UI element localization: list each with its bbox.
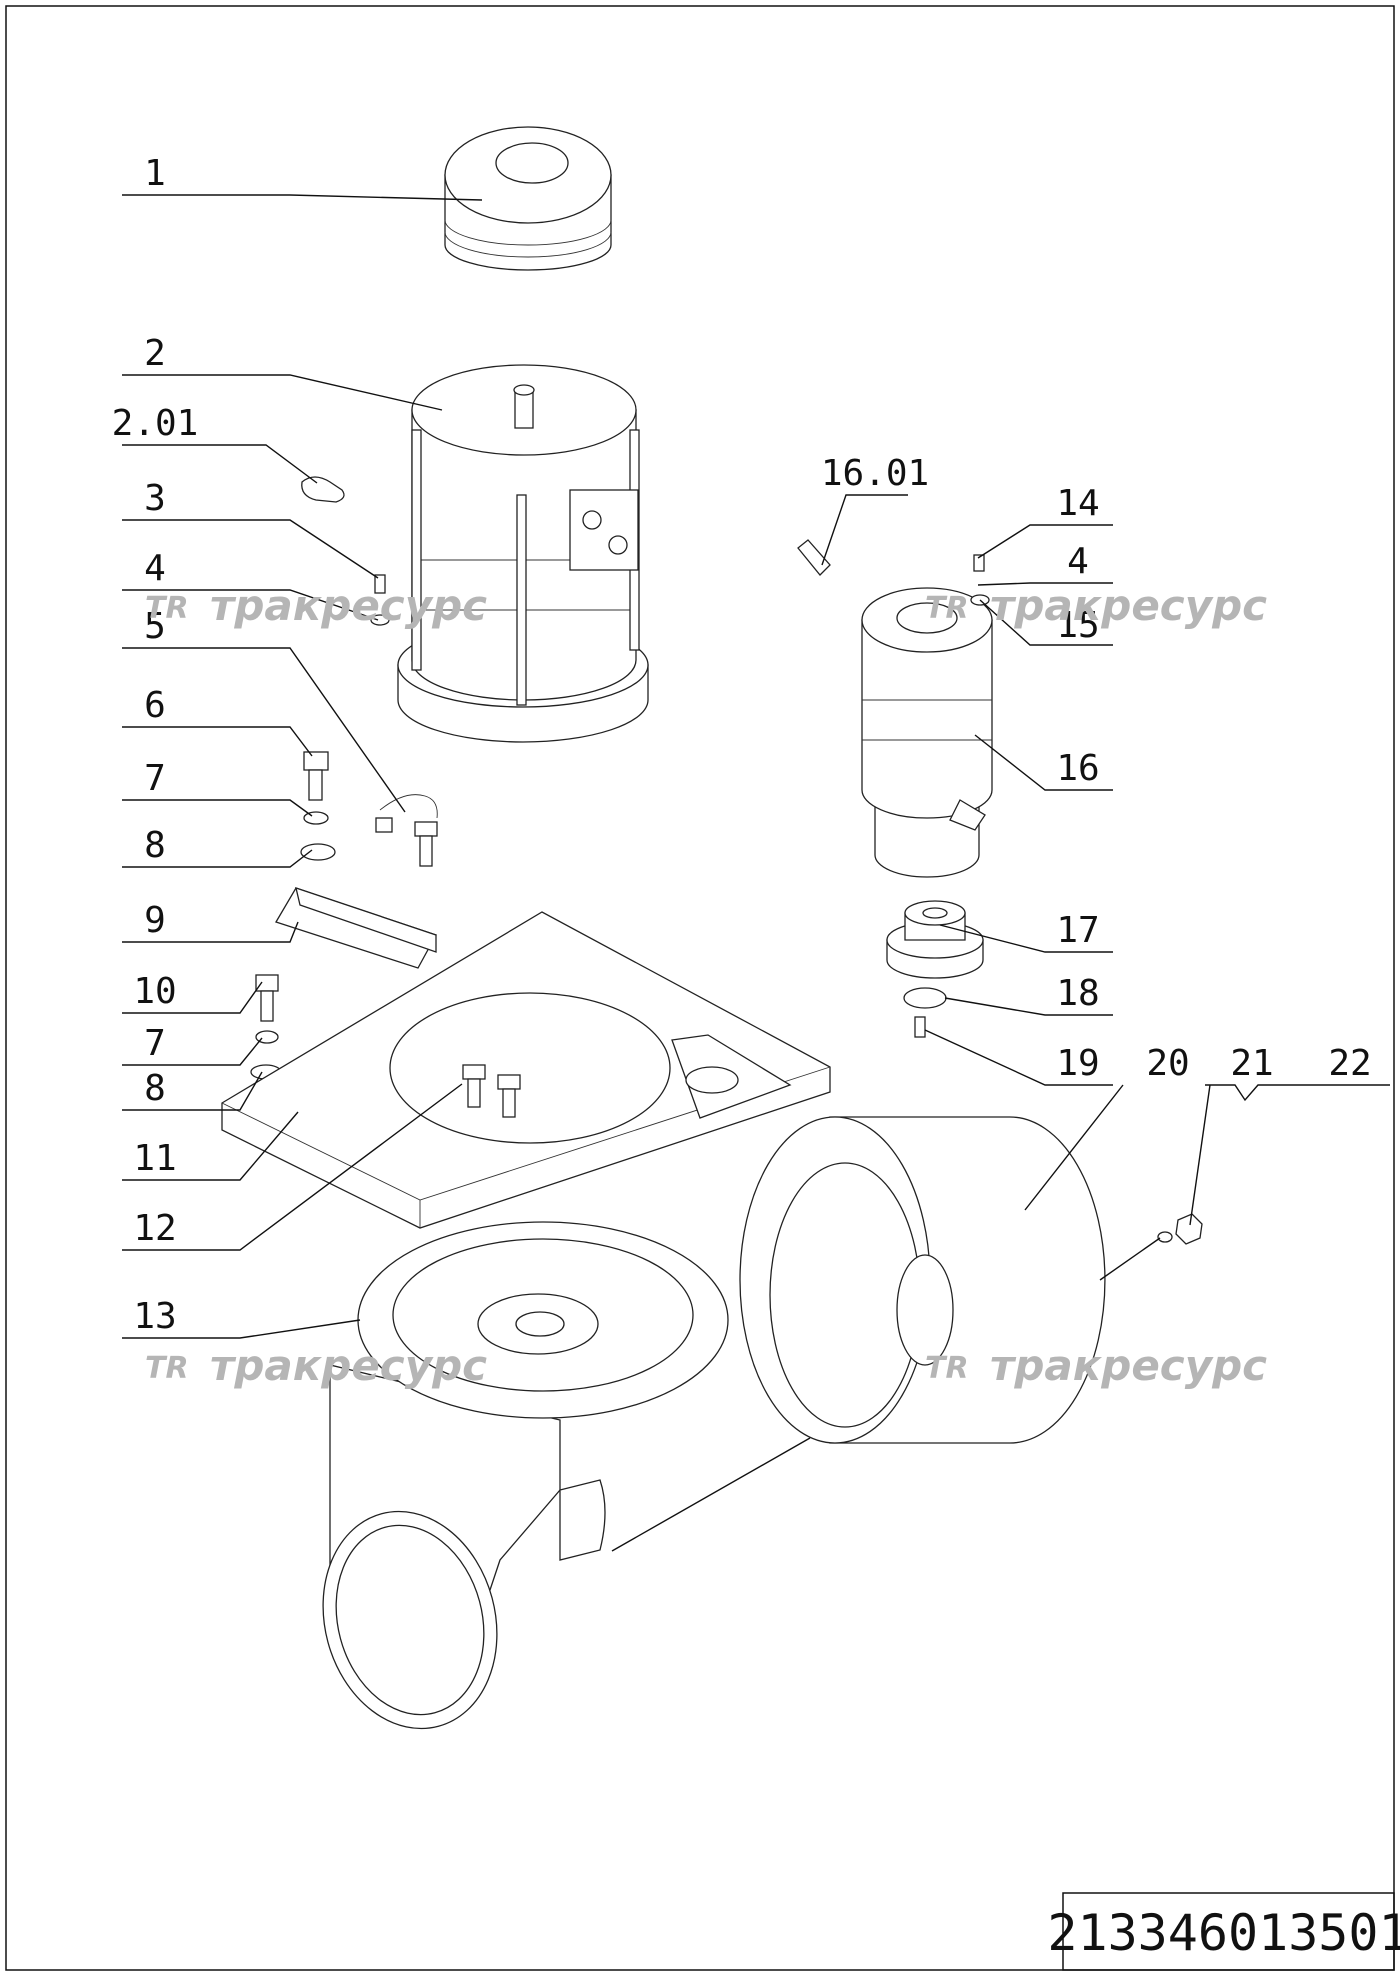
part-1-brake xyxy=(444,126,612,271)
part-16-assembly xyxy=(861,587,993,878)
part-11-mounting-plate xyxy=(221,911,831,1229)
svg-text:тракресурс: тракресурс xyxy=(210,1341,487,1390)
callout-4-right: 4 xyxy=(1067,541,1089,582)
watermark-bottom-right: TR тракресурс xyxy=(925,1341,1267,1390)
callout-8-upper: 8 xyxy=(144,825,166,866)
callout-9: 9 xyxy=(144,900,166,941)
callout-16-01: 16.01 xyxy=(821,453,929,494)
part-8-washer xyxy=(300,843,336,861)
callout-14: 14 xyxy=(1056,483,1099,524)
svg-text:TR: TR xyxy=(925,1351,969,1386)
part-5-sensor xyxy=(375,794,438,867)
callout-15: 15 xyxy=(1056,605,1099,646)
watermark-top-right: TR тракресурс xyxy=(925,581,1267,630)
document-number-box xyxy=(1062,1892,1395,1971)
callout-4-left: 4 xyxy=(144,548,166,589)
part-21-washer xyxy=(1157,1231,1173,1243)
svg-text:TR: TR xyxy=(145,591,189,626)
callout-2-01: 2.01 xyxy=(112,403,199,444)
callout-7-lower: 7 xyxy=(144,1023,166,1064)
leader-lines-right xyxy=(611,494,1390,1552)
callout-22: 22 xyxy=(1328,1043,1371,1084)
part-22-nut xyxy=(1175,1213,1203,1245)
callout-16: 16 xyxy=(1056,748,1099,789)
document-number: 213346013501 xyxy=(1047,1904,1400,1962)
callout-2: 2 xyxy=(144,333,166,374)
callout-10: 10 xyxy=(133,971,176,1012)
part-2-01-clip xyxy=(301,476,345,503)
watermark-top-left: TR тракресурс xyxy=(145,581,487,630)
callout-1: 1 xyxy=(144,153,166,194)
part-16-01-connector xyxy=(797,539,831,576)
watermark-bottom-left: TR тракресурс xyxy=(145,1341,487,1390)
callout-13: 13 xyxy=(133,1296,176,1337)
callout-5: 5 xyxy=(144,606,166,647)
svg-text:тракресурс: тракресурс xyxy=(210,581,487,630)
part-17-bushing xyxy=(886,900,984,979)
part-6-bolt xyxy=(303,751,329,801)
leader-lines-left xyxy=(122,194,483,1339)
part-7-lock-washer xyxy=(303,811,329,825)
callout-20: 20 xyxy=(1146,1043,1189,1084)
callout-21: 21 xyxy=(1230,1043,1273,1084)
part-12-bolts xyxy=(462,1064,521,1118)
callout-19: 19 xyxy=(1056,1043,1099,1084)
callout-7-upper: 7 xyxy=(144,758,166,799)
svg-text:тракресурс: тракресурс xyxy=(990,581,1267,630)
part-18-washer xyxy=(903,987,947,1009)
callout-labels: 1 2 2.01 3 4 5 6 7 8 9 10 7 8 11 12 13 1… xyxy=(112,153,1372,1337)
callout-6: 6 xyxy=(144,685,166,726)
svg-text:TR: TR xyxy=(925,591,969,626)
part-3-screw xyxy=(374,574,386,594)
svg-text:TR: TR xyxy=(145,1351,189,1386)
part-14-screw xyxy=(973,554,985,572)
callout-8-lower: 8 xyxy=(144,1068,166,1109)
part-13-gearbox xyxy=(322,1221,729,1730)
drawing-frame xyxy=(5,5,1395,1971)
callout-11: 11 xyxy=(133,1138,176,1179)
svg-text:тракресурс: тракресурс xyxy=(990,1341,1267,1390)
part-20-wheel xyxy=(739,1116,1106,1444)
part-2-motor xyxy=(397,364,649,743)
part-7b-lock-washer xyxy=(255,1030,279,1044)
callout-12: 12 xyxy=(133,1208,176,1249)
part-4-washer xyxy=(370,614,390,626)
part-10-bolt xyxy=(255,974,279,1022)
callout-17: 17 xyxy=(1056,910,1099,951)
callout-3: 3 xyxy=(144,478,166,519)
callout-18: 18 xyxy=(1056,973,1099,1014)
part-19-screw xyxy=(914,1016,926,1038)
